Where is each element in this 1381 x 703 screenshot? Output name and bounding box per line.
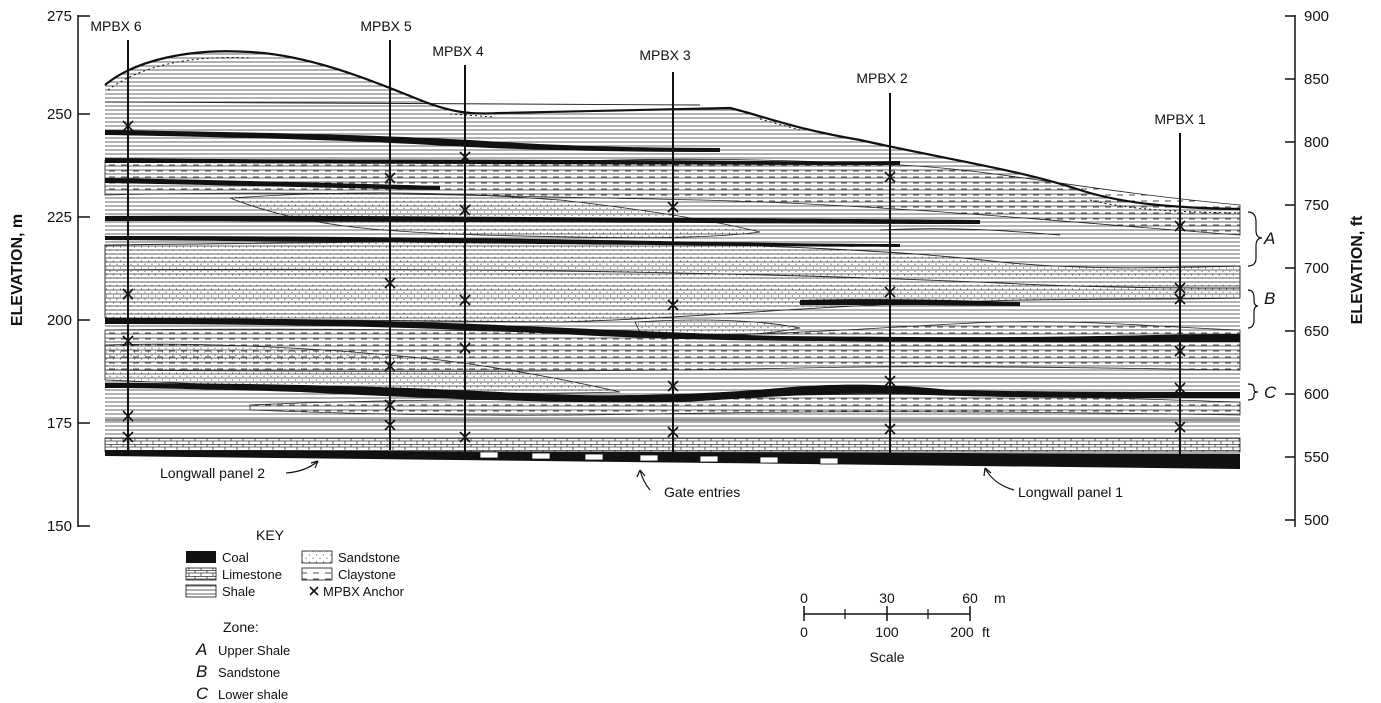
scale-m-tick: 60 — [962, 590, 978, 606]
legend-key: KEY Coal Limestone Shale Sandstone Clays… — [185, 527, 405, 599]
coal-seam — [105, 318, 1240, 343]
left-tick-label: 150 — [47, 518, 72, 535]
borehole-label-mpbx6: MPBX 6 — [90, 18, 142, 34]
zones-title: Zone: — [223, 619, 259, 635]
zone-label: Lower shale — [218, 687, 288, 702]
zone-bracket-a: A — [1263, 229, 1275, 248]
zone-label: Upper Shale — [218, 643, 290, 658]
scale-m-tick: 0 — [800, 590, 808, 606]
scale-ft-unit: ft — [982, 624, 990, 640]
right-tick-label: 750 — [1304, 197, 1329, 214]
right-tick-label: 600 — [1304, 386, 1329, 403]
key-item-limestone: Limestone — [222, 567, 282, 582]
coal-seam — [105, 215, 980, 224]
left-tick-label: 250 — [47, 106, 72, 123]
coal-seam — [105, 178, 440, 190]
scale-label: Scale — [869, 649, 904, 665]
left-tick-label: 275 — [47, 8, 72, 25]
gate-entry-pillars — [479, 451, 839, 465]
anchor-swatch-icon — [309, 586, 319, 596]
upper-sandstone — [229, 192, 761, 239]
coal-seam — [800, 299, 1020, 306]
zone-letter: B — [196, 662, 207, 681]
scale-bar: 0 30 60 m 0 100 200 ft Scale — [800, 590, 1006, 665]
left-axis: 275 250 225 200 175 150 ELEVATION, m — [9, 8, 90, 535]
scale-ft-tick: 0 — [800, 624, 808, 640]
right-tick-label: 700 — [1304, 260, 1329, 277]
left-tick-label: 200 — [47, 312, 72, 329]
right-tick-label: 550 — [1304, 449, 1329, 466]
coal-seam — [105, 158, 900, 165]
zone-brackets: A B C — [1247, 211, 1277, 402]
coal-seam — [105, 236, 900, 247]
key-item-sandstone: Sandstone — [338, 550, 400, 565]
shale-swatch — [185, 584, 217, 598]
sandstone-swatch — [301, 550, 333, 564]
key-title: KEY — [256, 527, 285, 543]
scale-m-unit: m — [994, 590, 1006, 606]
right-tick-label: 500 — [1304, 512, 1329, 529]
scale-ft-tick: 200 — [950, 624, 974, 640]
boreholes: MPBX 6 MPBX 5 MPBX 4 MPBX 3 MPBX 2 MPBX … — [90, 18, 1206, 462]
limestone-swatch — [185, 567, 217, 581]
borehole-label-mpbx1: MPBX 1 — [1154, 111, 1206, 127]
right-tick-label: 650 — [1304, 323, 1329, 340]
scale-ft-tick: 100 — [875, 624, 899, 640]
coal-seam — [105, 383, 1240, 403]
left-tick-label: 175 — [47, 415, 72, 432]
mpbx-anchors — [122, 120, 1186, 443]
zone-letter: C — [196, 684, 209, 703]
zones-legend: Zone: A Upper Shale B Sandstone C Lower … — [195, 619, 290, 703]
ground-hachures — [107, 57, 1241, 214]
borehole-label-mpbx4: MPBX 4 — [432, 43, 484, 59]
callout-longwall-panel-1: Longwall panel 1 — [1018, 484, 1123, 500]
right-axis: 900 850 800 750 700 650 600 550 500 ELEV… — [1285, 8, 1366, 529]
right-tick-label: 900 — [1304, 8, 1329, 25]
zone-label: Sandstone — [218, 665, 280, 680]
zone-letter: A — [195, 640, 207, 659]
callouts: Longwall panel 2 Gate entries Longwall p… — [160, 460, 1123, 500]
right-axis-title: ELEVATION, ft — [1349, 215, 1366, 324]
key-item-coal: Coal — [222, 550, 249, 565]
key-item-shale: Shale — [222, 584, 255, 599]
zone-bracket-b: B — [1264, 289, 1275, 308]
key-item-claystone: Claystone — [338, 567, 396, 582]
right-tick-label: 850 — [1304, 71, 1329, 88]
coal-swatch — [186, 551, 216, 563]
ground-surface — [104, 50, 1241, 211]
borehole-label-mpbx3: MPBX 3 — [639, 47, 691, 63]
scale-m-tick: 30 — [879, 590, 895, 606]
borehole-label-mpbx2: MPBX 2 — [856, 70, 908, 86]
coal-seam — [105, 130, 720, 152]
callout-longwall-panel-2: Longwall panel 2 — [160, 465, 265, 481]
left-axis-title: ELEVATION, m — [9, 214, 26, 326]
callout-gate-entries: Gate entries — [664, 484, 740, 500]
left-tick-label: 225 — [47, 209, 72, 226]
zone-bracket-c: C — [1264, 383, 1277, 402]
key-item-mpbx-anchor: MPBX Anchor — [323, 584, 405, 599]
right-tick-label: 800 — [1304, 134, 1329, 151]
claystone-swatch — [301, 567, 333, 581]
borehole-label-mpbx5: MPBX 5 — [360, 18, 412, 34]
